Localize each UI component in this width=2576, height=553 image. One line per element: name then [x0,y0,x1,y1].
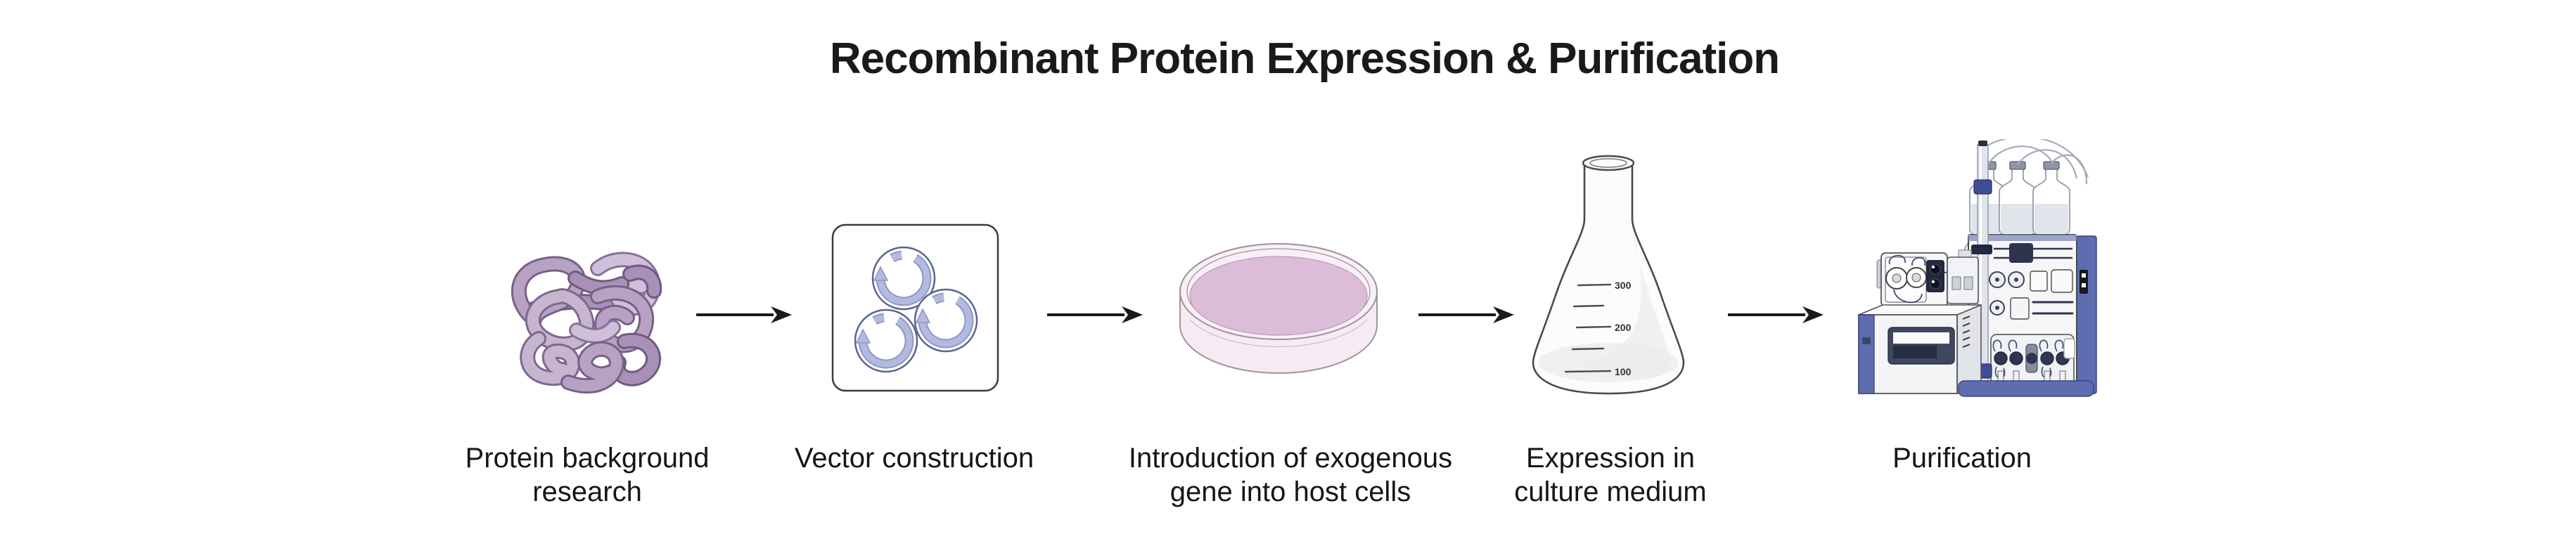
machine-base [1958,380,2094,397]
flask-graduation-ticks [1564,283,1612,373]
step-caption-protein-background: Protein background research [465,443,710,507]
petri-dish-illustration [1179,243,1378,374]
flask-graduation-label: 200 [1615,322,1632,333]
erlenmeyer-flask-illustration: 300 200 100 [1532,155,1685,395]
indicator-light [2082,273,2086,278]
cabinet-side-frame [2076,235,2097,394]
culture-medium [1189,256,1368,336]
connector-box [1947,249,1979,304]
pump-module [1876,252,1973,307]
flask-shading [1579,229,1670,379]
plasmid-vectors-illustration [831,223,999,392]
fraction-collector [1858,304,1982,395]
plasmid-icon [915,289,977,351]
arrow-right-icon [1418,306,1514,323]
plasmid-icon [855,310,917,372]
indicator-light [2082,283,2086,287]
protein-tube [560,341,624,394]
flask-graduation-label: 300 [1615,280,1632,291]
fraction-valves [1994,338,2075,382]
arrow-right-icon [696,306,792,323]
protein-tube [622,264,662,299]
step-caption-expression-culture: Expression in culture medium [1514,443,1707,507]
protein-tube [525,288,595,352]
step-caption-gene-introduction: Introduction of exogenous gene into host… [1128,443,1453,507]
protein-tube [569,320,621,344]
protein-tube [520,331,581,386]
page-title: Recombinant Protein Expression & Purific… [829,34,1780,83]
tubing-arcs [1963,139,2089,254]
flask-mouth-inner [1589,158,1627,168]
flask-liquid-sheen [1538,343,1679,382]
flask-graduation-label: 100 [1615,366,1632,377]
dish-shadow-line [1189,319,1368,347]
step-caption-purification: Purification [1892,443,2032,474]
cabinet-top-trim [1968,235,2077,241]
arrow-right-icon [1728,306,1824,323]
tangled-protein-illustration [511,252,662,394]
arrow-right-icon [1047,306,1143,323]
step-caption-vector-construction: Vector construction [794,443,1034,474]
cabinet-interior [1968,243,2075,387]
chromatography-system-illustration [1858,139,2097,397]
